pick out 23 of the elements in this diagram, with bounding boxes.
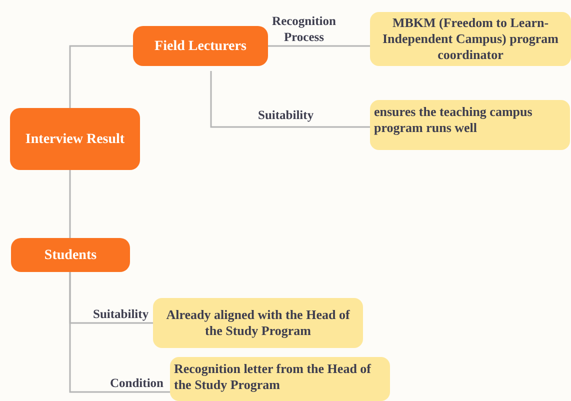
connector-line [210, 71, 370, 128]
detail-box [370, 100, 570, 150]
edge-label: Condition [110, 375, 164, 391]
topic-box [10, 108, 140, 170]
topic-box [11, 238, 130, 272]
connector-line [268, 45, 370, 47]
detail-box [170, 357, 390, 401]
box-text: Field Lecturers [154, 38, 246, 56]
connector-line [69, 170, 71, 238]
topic-box [133, 26, 268, 66]
connector-line [69, 272, 170, 393]
box-text: Interview Result [25, 130, 125, 148]
edge-label: Recognition Process [271, 13, 337, 45]
edge-label: Suitability [93, 306, 149, 322]
box-text: Already aligned with the Head of the Study Program [165, 307, 351, 339]
box-text: Students [44, 246, 97, 264]
box-text: ensures the teaching campus program runs well [374, 104, 534, 136]
detail-box [153, 298, 363, 348]
box-text: Recognition letter from the Head of the Study Program [174, 361, 372, 393]
connector-line [69, 45, 133, 108]
box-text: MBKM (Freedom to Learn-Independent Campus) program coordinator [381, 15, 560, 63]
detail-box [370, 12, 571, 66]
edge-label: Suitability [258, 107, 314, 123]
